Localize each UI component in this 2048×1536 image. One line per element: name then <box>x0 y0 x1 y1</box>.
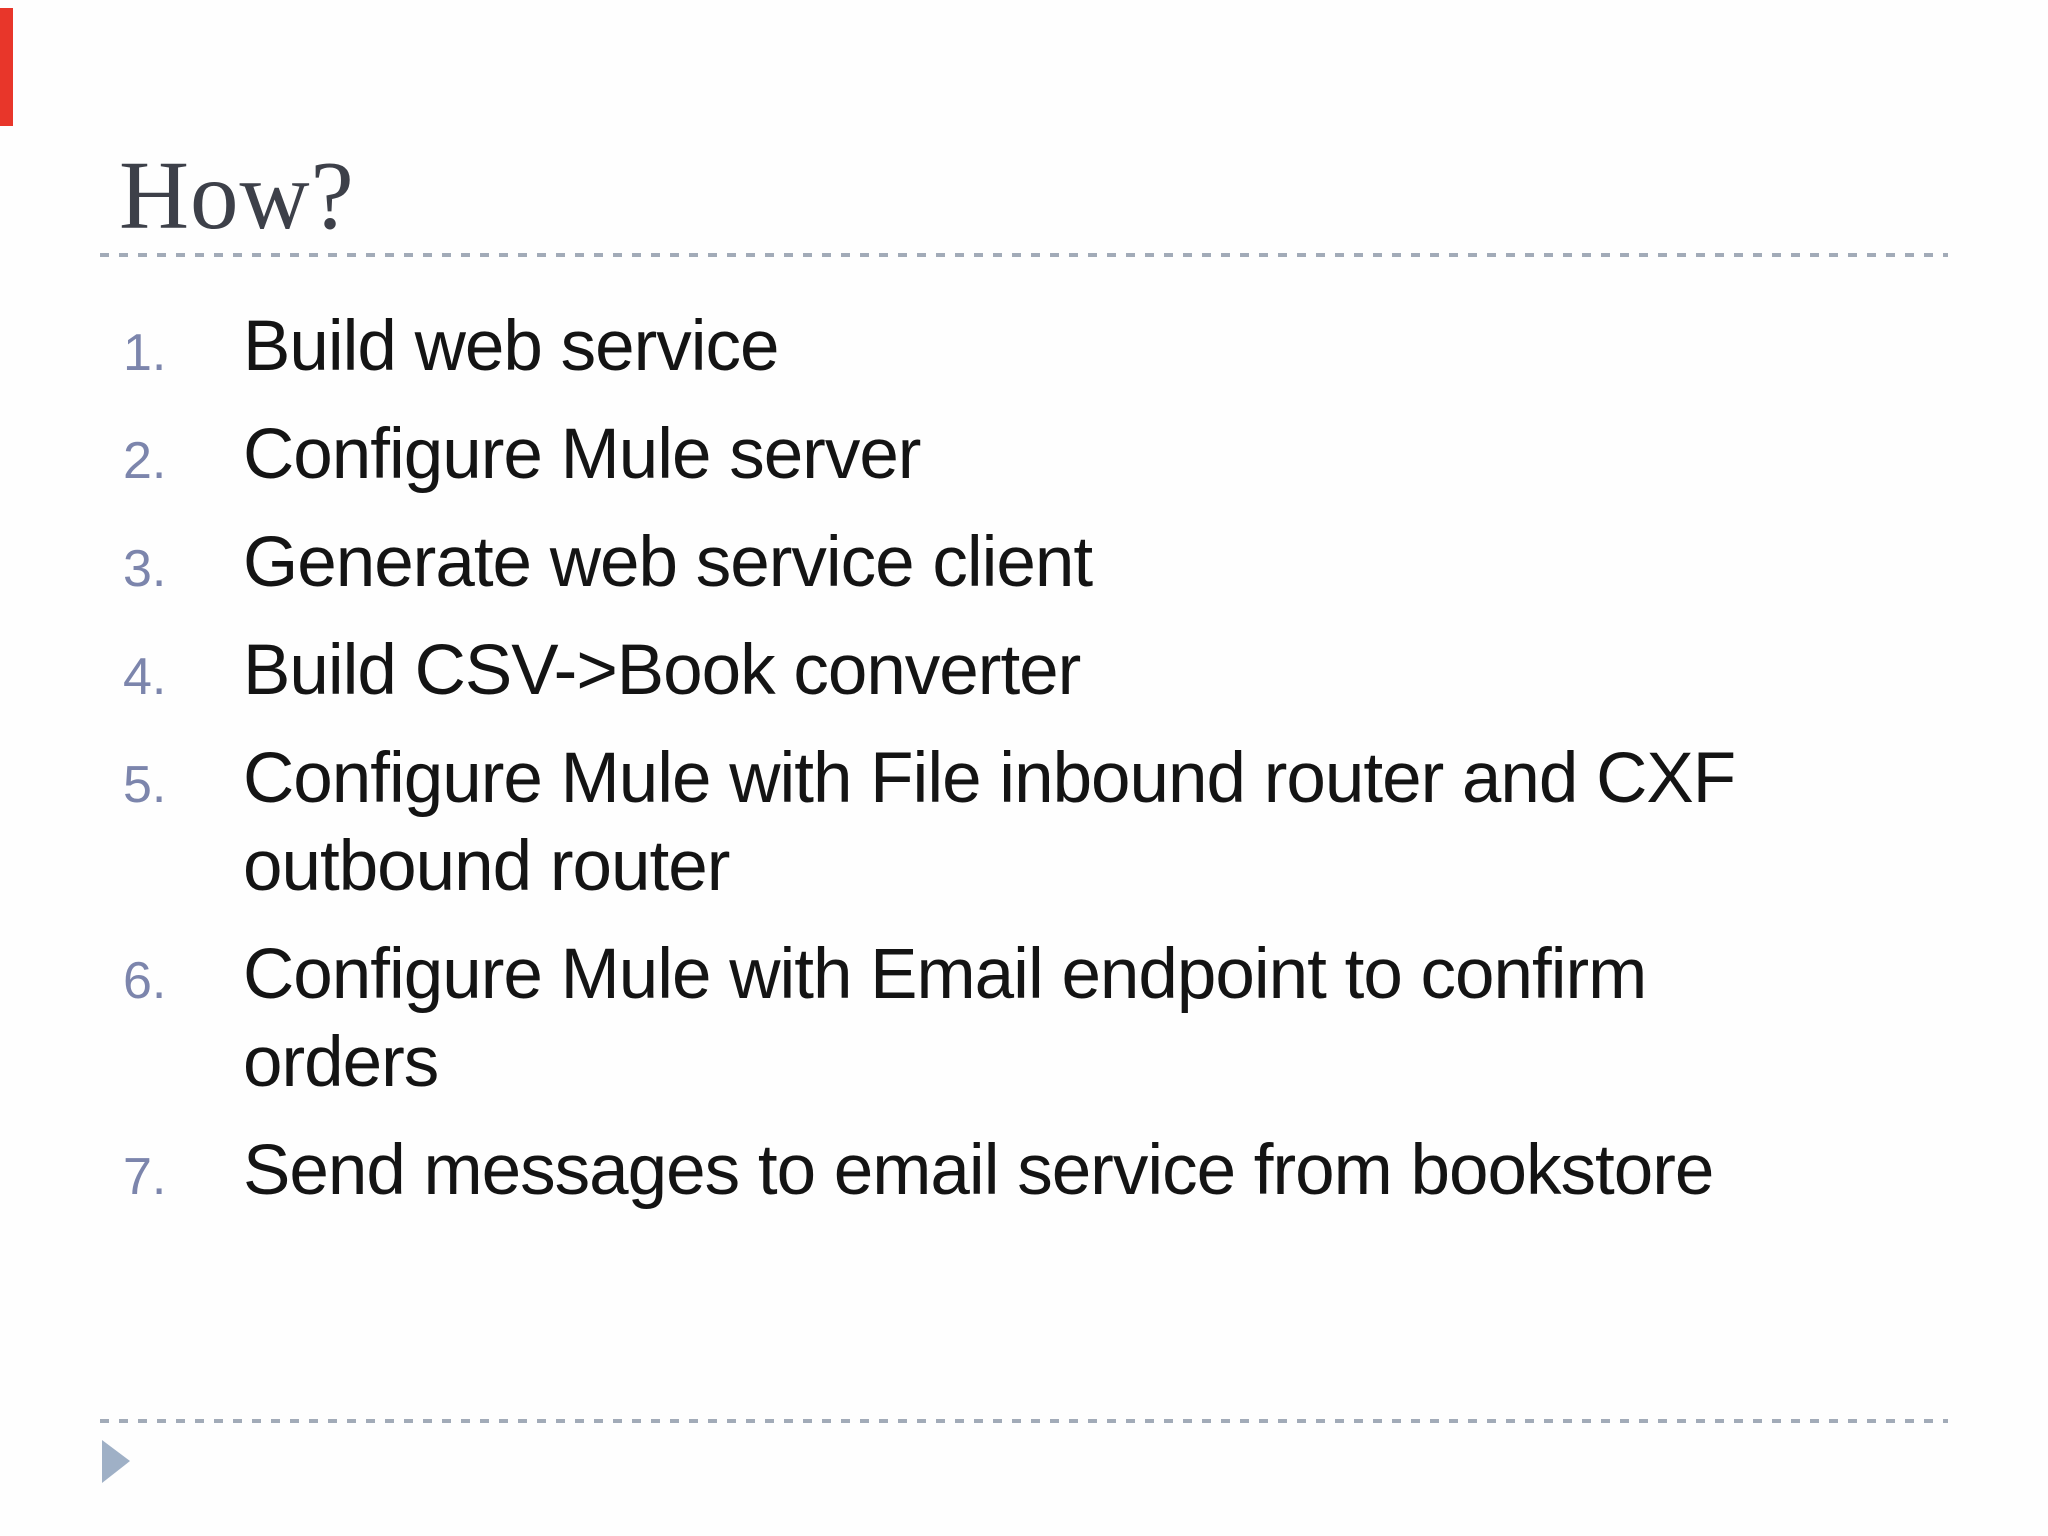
list-item-text-line: Configure Mule with Email endpoint to co… <box>243 935 1647 1014</box>
next-arrow-icon <box>102 1440 130 1483</box>
list-item-text-line: outbound router <box>243 827 730 906</box>
list-item-text-line: Configure Mule with File inbound router … <box>243 739 1736 818</box>
list-item-text-line: orders <box>243 1023 439 1102</box>
list-item-text: Generate web service client <box>243 519 1913 607</box>
list-item: 6. Configure Mule with Email endpoint to … <box>123 931 1913 1107</box>
list-item-text: Build web service <box>243 303 1913 391</box>
footer-divider-line <box>100 1419 1948 1423</box>
list-item-number: 3. <box>123 540 167 598</box>
list-item-number: 1. <box>123 324 167 382</box>
list-item: 5. Configure Mule with File inbound route… <box>123 735 1913 911</box>
list-item-text: Configure Mule with File inbound router … <box>243 735 1913 911</box>
list-item-text: Configure Mule with Email endpoint to co… <box>243 931 1913 1107</box>
slide-title: How? <box>119 142 355 249</box>
list-item-text-line: Generate web service client <box>243 523 1093 602</box>
list-item-number: 4. <box>123 648 167 706</box>
list-item-text-line: Build CSV->Book converter <box>243 631 1081 710</box>
list-item-text-line: Build web service <box>243 307 779 386</box>
list-item: 2. Configure Mule server <box>123 411 1913 499</box>
list-item-number: 2. <box>123 432 167 490</box>
list-item-text: Send messages to email service from book… <box>243 1127 1913 1215</box>
list-item: 4. Build CSV->Book converter <box>123 627 1913 715</box>
list-item: 3. Generate web service client <box>123 519 1913 607</box>
numbered-list: 1. Build web service 2. Configure Mule serv… <box>123 303 1913 1235</box>
list-item-text: Configure Mule server <box>243 411 1913 499</box>
list-item-number: 7. <box>123 1148 167 1206</box>
list-item-number: 6. <box>123 952 167 1010</box>
list-item: 1. Build web service <box>123 303 1913 391</box>
title-divider-line <box>100 253 1948 257</box>
list-item-number: 5. <box>123 756 167 814</box>
list-item-text-line: Send messages to email service from book… <box>243 1131 1714 1210</box>
list-item: 7. Send messages to email service from bo… <box>123 1127 1913 1215</box>
list-item-text-line: Configure Mule server <box>243 415 921 494</box>
list-item-text: Build CSV->Book converter <box>243 627 1913 715</box>
accent-bar <box>0 8 13 126</box>
